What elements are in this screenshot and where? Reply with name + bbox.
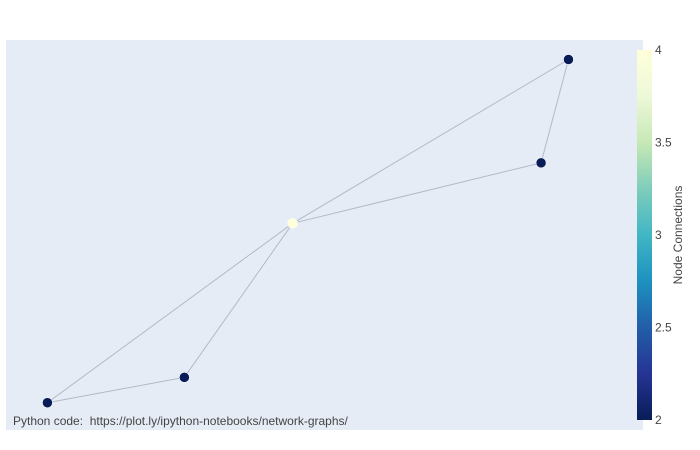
node-point[interactable]: [42, 397, 53, 408]
colorbar-tick-label: 3: [655, 228, 662, 242]
node-point[interactable]: [563, 54, 574, 65]
colorbar-tick-label: 4: [655, 43, 662, 57]
plot-area-background: [6, 40, 643, 430]
colorbar-tick-label: 2: [655, 413, 662, 427]
edge: [292, 59, 569, 224]
colorbar-title: Node Connections: [671, 186, 685, 285]
edges-layer: [47, 59, 569, 404]
node-point[interactable]: [287, 218, 298, 229]
colorbar-ticks: 2 2.5 3 3.5 4: [655, 43, 672, 427]
source-annotation: Python code: https://plot.ly/ipython-not…: [13, 414, 349, 428]
colorbar-tick-label: 2.5: [655, 321, 672, 335]
colorbar: [637, 50, 652, 420]
node-point[interactable]: [179, 372, 190, 383]
edge: [292, 162, 542, 224]
edge: [540, 59, 569, 163]
edge: [47, 376, 185, 404]
node-point[interactable]: [535, 157, 547, 169]
edge: [183, 223, 294, 378]
nodes-layer: [42, 54, 574, 408]
colorbar-tick-label: 3.5: [655, 136, 672, 150]
edge: [47, 222, 293, 404]
